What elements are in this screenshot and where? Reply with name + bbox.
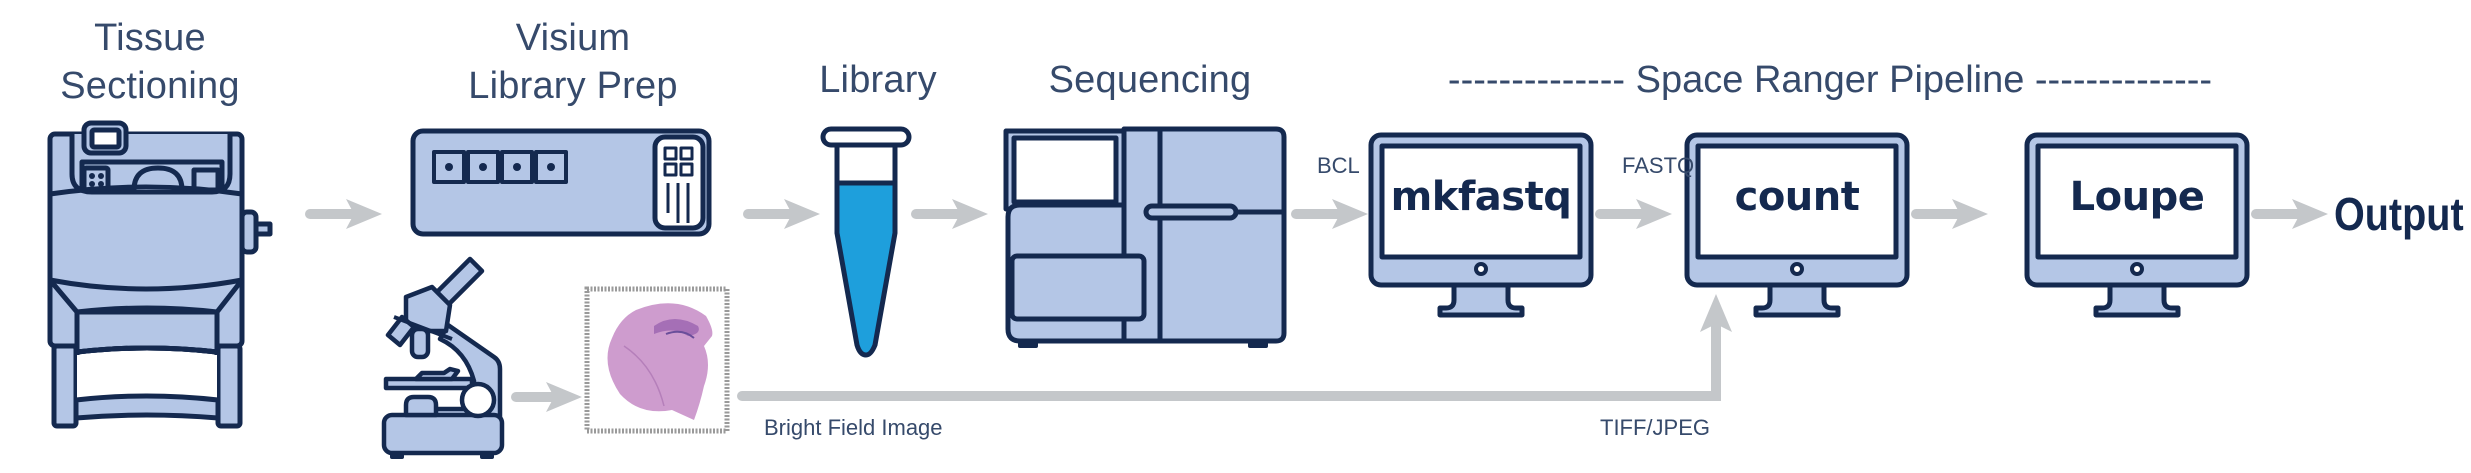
stage-title-line: Tissue [94, 17, 206, 59]
arrow-right-icon [305, 199, 382, 229]
microscope-icon [381, 256, 505, 459]
stage-title-library: Library [819, 59, 937, 101]
arrow-right-icon [743, 199, 820, 229]
sequencer-icon [1003, 126, 1287, 348]
monitor-icon-mkfastq [1368, 132, 1594, 318]
bright-field-connector-arrow [737, 294, 1732, 401]
monitor-label-mkfastq: mkfastq [1390, 174, 1572, 220]
tissue-section-image [584, 286, 730, 434]
pipeline-header: -------------- Space Ranger Pipeline ---… [1447, 59, 2213, 101]
arrow-right-icon [911, 199, 988, 229]
arrow-right-icon [511, 382, 582, 412]
arrow-right-icon [2251, 199, 2328, 229]
visium-slide-icon [410, 128, 712, 237]
edge-label-fastq: FASTQ [1622, 153, 1695, 178]
edge-label-bright-field-image: Bright Field Image [764, 415, 943, 440]
arrow-right-icon [1291, 199, 1368, 229]
output-label: Output [2334, 188, 2464, 240]
arrow-right-icon [1595, 199, 1672, 229]
monitor-icon-count [1684, 132, 1910, 318]
stage-title-tissue-sectioning: Tissue Sectioning [40, 14, 260, 110]
monitor-icon-loupe [2024, 132, 2250, 318]
edge-label-tiff-jpeg: TIFF/JPEG [1600, 415, 1710, 440]
monitor-label-loupe: Loupe [2069, 174, 2205, 220]
stage-title-visium-library-prep: Visium Library Prep [443, 14, 703, 110]
stage-title-line: Sectioning [60, 65, 240, 107]
stage-title-line: Visium [515, 17, 631, 59]
stage-title-line: Library Prep [468, 65, 678, 107]
arrow-right-icon [1911, 199, 1988, 229]
cryostat-icon [47, 120, 273, 429]
library-tube-icon [820, 126, 912, 358]
edge-label-bcl: BCL [1317, 153, 1360, 178]
monitor-label-count: count [1734, 174, 1860, 220]
stage-title-sequencing: Sequencing [1048, 59, 1252, 101]
